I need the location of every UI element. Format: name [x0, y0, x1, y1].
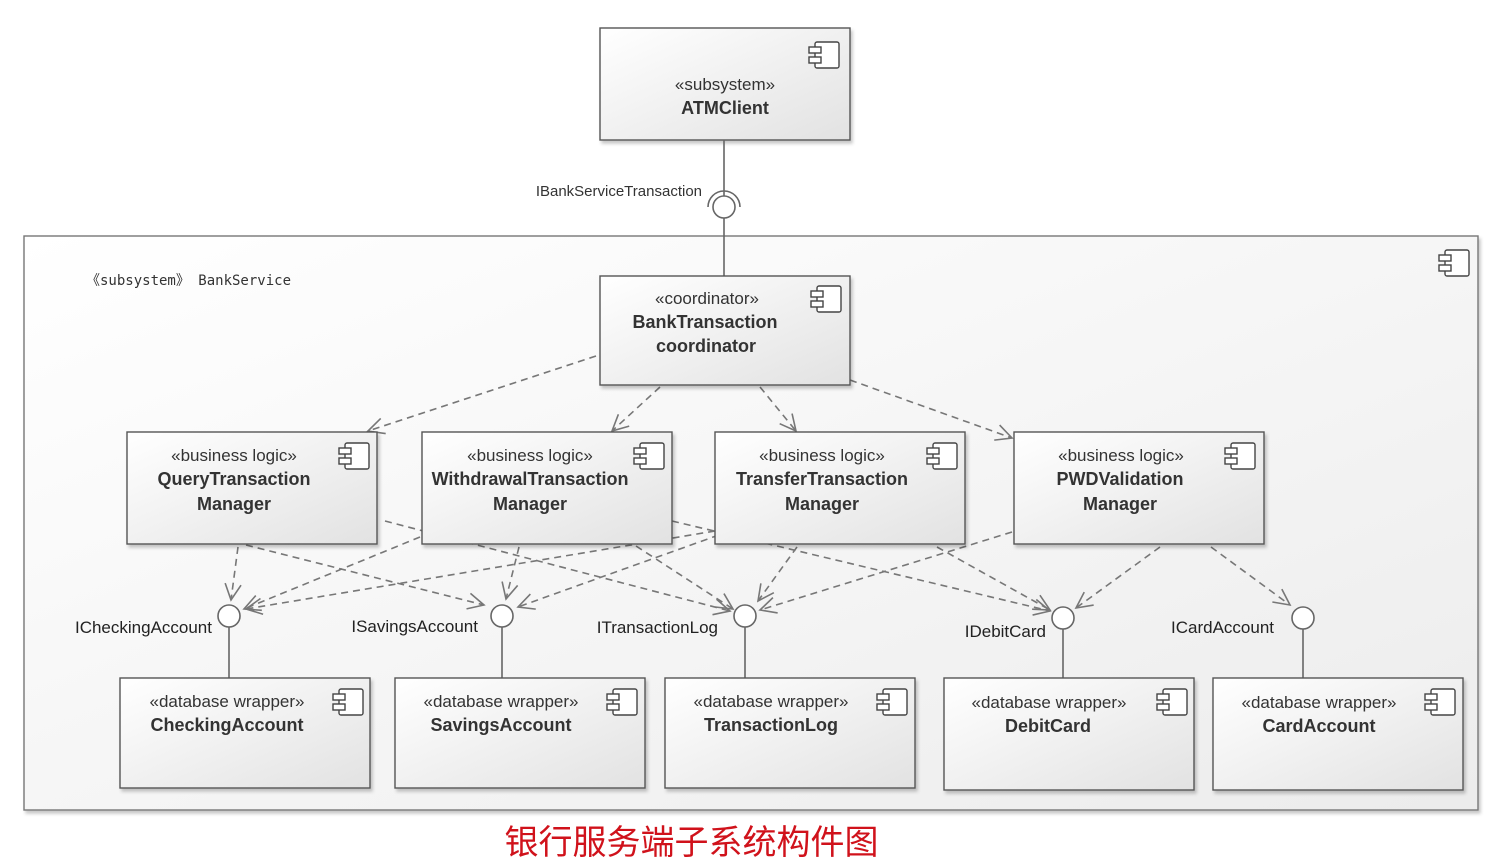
coordinator-component[interactable]: «coordinator» BankTransaction coordinato… — [599, 275, 851, 386]
component-name-line-2: coordinator — [656, 336, 756, 356]
dependency-arrow — [1074, 546, 1161, 610]
stereotype: «business logic» — [171, 446, 297, 465]
debit-card-component[interactable]: «database wrapper» DebitCard — [943, 677, 1195, 791]
interface-label-idebitcard: IDebitCard — [965, 622, 1046, 641]
component-name: SavingsAccount — [430, 715, 571, 735]
stereotype: «business logic» — [759, 446, 885, 465]
stereotype: «database wrapper» — [423, 692, 578, 711]
dependency-arrow — [366, 355, 597, 435]
dependency-arrow — [610, 386, 661, 433]
transaction-log-component[interactable]: «database wrapper» TransactionLog — [664, 677, 916, 789]
stereotype: «database wrapper» — [971, 693, 1126, 712]
stereotype: «business logic» — [467, 446, 593, 465]
stereotype: «database wrapper» — [1241, 693, 1396, 712]
atmclient-component[interactable]: «subsystem» ATMClient — [599, 27, 851, 141]
stereotype: «database wrapper» — [149, 692, 304, 711]
transfer-transaction-manager[interactable]: «business logic» TransferTransaction Man… — [714, 431, 966, 545]
itransactionlog-lollipop — [733, 604, 757, 628]
component-name-line-1: WithdrawalTransaction — [432, 469, 629, 489]
pwd-validation-manager[interactable]: «business logic» PWDValidation Manager — [1013, 431, 1265, 545]
subsystem-label: 《subsystem》 BankService — [86, 273, 291, 289]
dependency-arrow — [242, 536, 421, 612]
component-name-line-2: Manager — [1083, 494, 1157, 514]
dependency-edges — [224, 355, 1292, 616]
dependency-arrow — [849, 379, 1014, 441]
interface-label-icardaccount: ICardAccount — [1171, 618, 1274, 637]
query-transaction-manager[interactable]: «business logic» QueryTransaction Manage… — [126, 431, 378, 545]
interface-label: IBankServiceTransaction — [536, 183, 702, 200]
component-name: ATMClient — [681, 98, 769, 118]
component-name-line-2: Manager — [493, 494, 567, 514]
stereotype: «database wrapper» — [693, 692, 848, 711]
dependency-arrow — [245, 544, 486, 610]
interface-label-isavings: ISavingsAccount — [351, 617, 478, 636]
stereotype: «coordinator» — [655, 289, 759, 308]
idebitcard-lollipop — [1051, 606, 1075, 630]
dependency-arrow — [224, 546, 242, 602]
interface-lollipops — [217, 604, 1315, 678]
component-name: CheckingAccount — [150, 715, 303, 735]
withdrawal-transaction-manager[interactable]: «business logic» WithdrawalTransaction M… — [421, 431, 673, 545]
component-name-line-1: TransferTransaction — [736, 469, 908, 489]
diagram-caption: 银行服务端子系统构件图 — [504, 823, 879, 863]
dependency-arrow — [1210, 546, 1292, 607]
checking-account-component[interactable]: «database wrapper» CheckingAccount — [119, 677, 371, 789]
isavings-lollipop — [490, 604, 514, 628]
component-name-line-1: BankTransaction — [632, 312, 777, 332]
ichecking-lollipop — [217, 604, 241, 628]
interface-label-ichecking: ICheckingAccount — [75, 618, 212, 637]
component-name-line-1: QueryTransaction — [157, 469, 310, 489]
interface-label-itransactionlog: ITransactionLog — [597, 618, 718, 637]
savings-account-component[interactable]: «database wrapper» SavingsAccount — [394, 677, 646, 789]
dependency-arrow — [758, 531, 1013, 614]
dependency-arrow — [759, 386, 798, 433]
ibankservicetransaction-interface: IBankServiceTransaction — [536, 140, 741, 276]
dependency-arrow — [635, 545, 735, 610]
component-name: TransactionLog — [704, 715, 838, 735]
dependency-arrow — [244, 530, 716, 616]
dependency-arrow — [516, 530, 731, 610]
component-name-line-2: Manager — [785, 494, 859, 514]
component-name-line-2: Manager — [197, 494, 271, 514]
card-account-component[interactable]: «database wrapper» CardAccount — [1212, 677, 1464, 791]
dependency-arrow — [501, 546, 520, 601]
component-name-line-1: PWDValidation — [1056, 469, 1183, 489]
component-name: DebitCard — [1005, 716, 1091, 736]
dependency-arrow — [936, 546, 1052, 611]
stereotype: «subsystem» — [675, 75, 775, 94]
component-name: CardAccount — [1262, 716, 1375, 736]
stereotype: «business logic» — [1058, 446, 1184, 465]
icardaccount-lollipop — [1291, 606, 1315, 630]
